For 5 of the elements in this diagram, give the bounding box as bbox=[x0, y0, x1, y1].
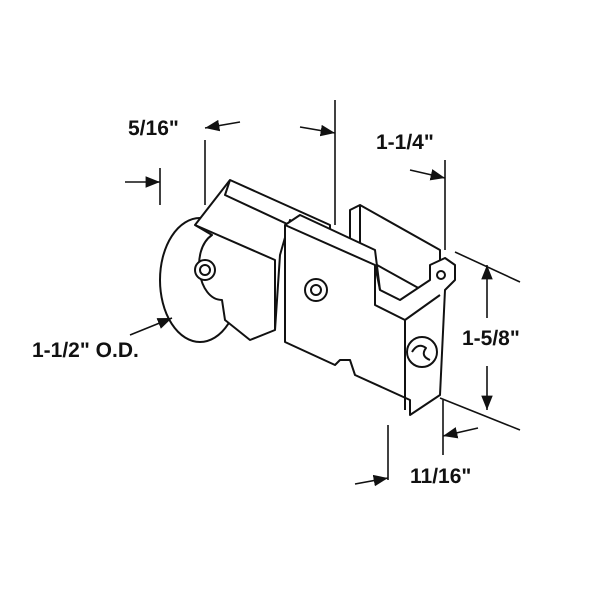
dimension-label: 11/16" bbox=[410, 466, 472, 487]
dimension-label: 1-1/2" O.D. bbox=[32, 340, 139, 361]
dimension-label: 1-5/8" bbox=[462, 328, 520, 349]
dimension-label: 1-1/4" bbox=[376, 132, 434, 153]
dimension-label: 5/16" bbox=[128, 118, 179, 139]
